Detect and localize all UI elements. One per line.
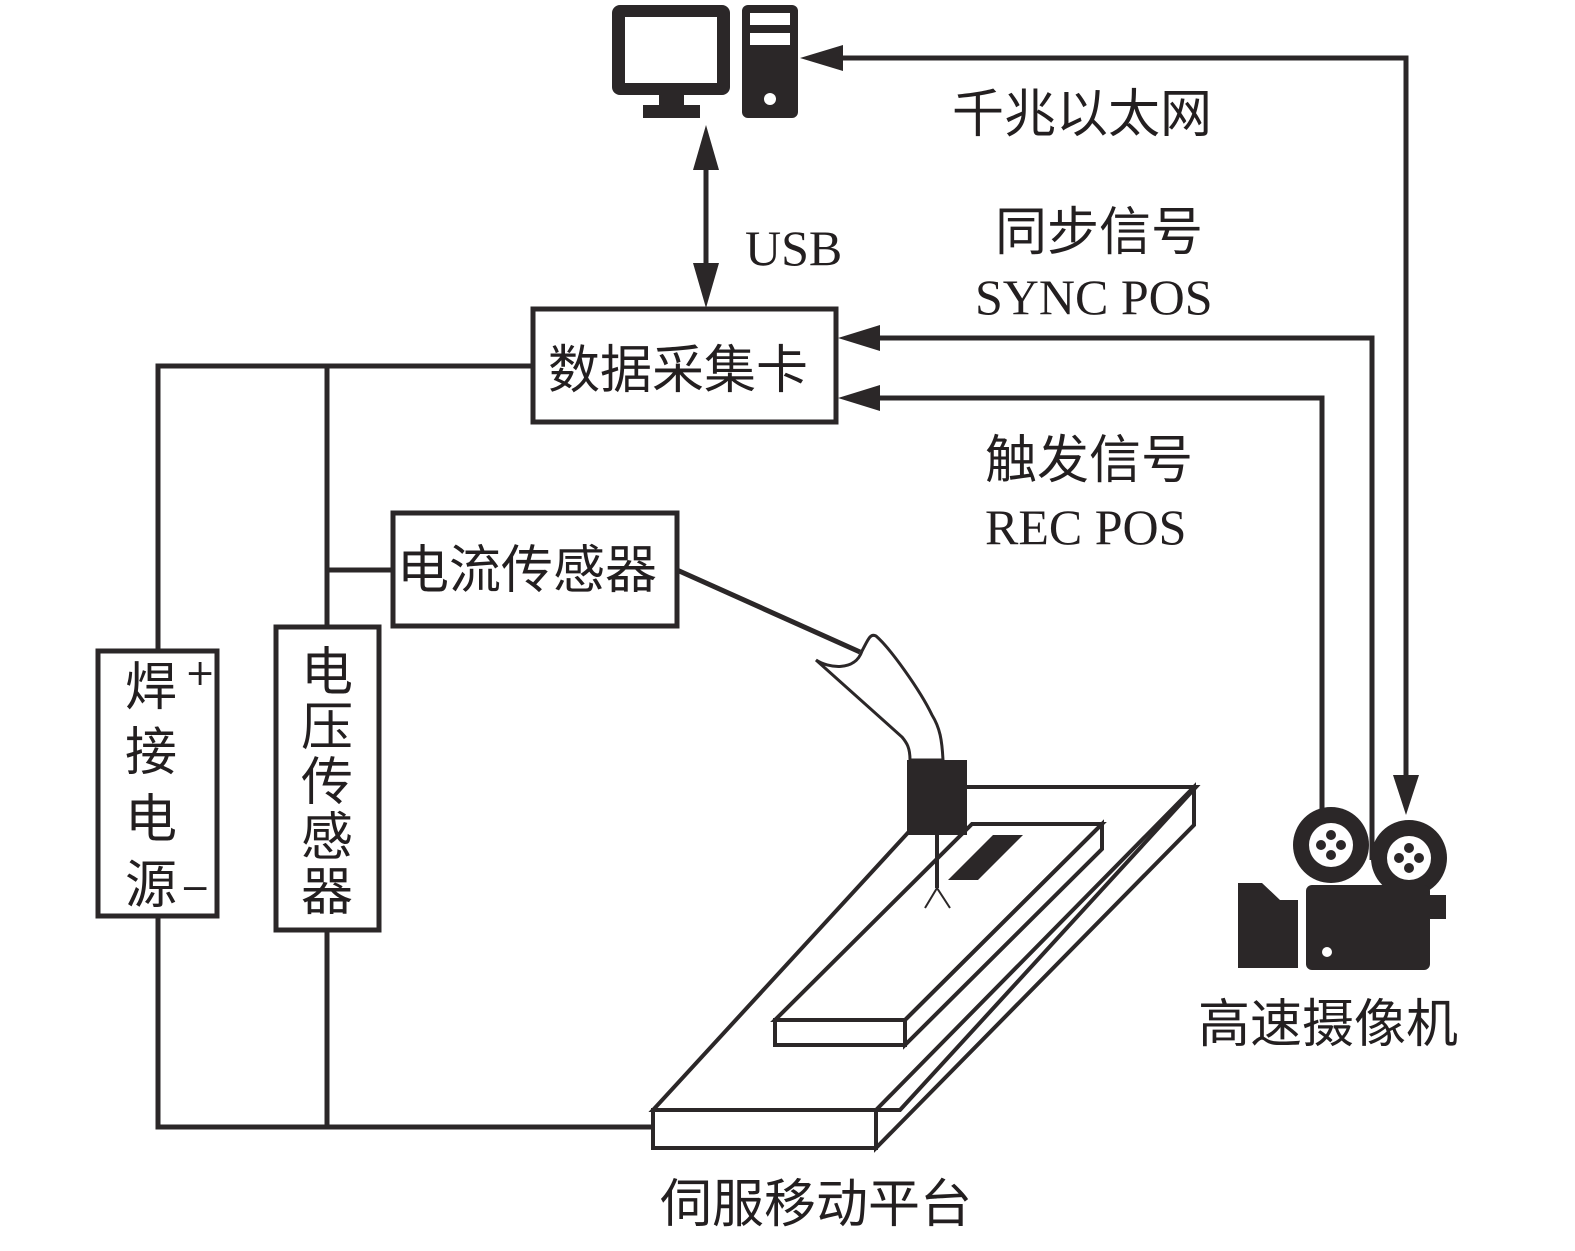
current-sensor-label: 电流传感器 [397, 541, 657, 601]
arrow-down-icon [1393, 775, 1419, 815]
power-supply-char: 电 [125, 790, 177, 850]
usb-label: USB [745, 220, 842, 276]
arrow-up-icon [693, 125, 719, 170]
power-supply-char: 接 [125, 723, 177, 783]
ethernet-connection [800, 45, 1419, 815]
current-sensor: 电流传感器 [390, 510, 680, 629]
voltage-sensor-char: 传 [301, 753, 353, 813]
voltage-sensor-char: 压 [301, 698, 353, 758]
daq-card: 数据采集卡 [530, 306, 839, 425]
pc-tower-icon [742, 5, 798, 118]
sync-connection [838, 325, 1375, 860]
sync-label-cn: 同步信号 [995, 203, 1203, 263]
camera-label: 高速摄像机 [1198, 995, 1458, 1055]
arrow-down-icon [693, 263, 719, 308]
computer-icon [612, 5, 798, 118]
platform-label: 伺服移动平台 [660, 1175, 972, 1235]
workpiece [770, 819, 1107, 1050]
weld-bead [948, 835, 1023, 880]
arrow-left-icon [838, 325, 880, 351]
trigger-label-en: REC POS [985, 499, 1186, 555]
welding-torch-icon [814, 633, 967, 909]
usb-connection [693, 125, 719, 308]
power-supply-char: 焊 [125, 658, 177, 718]
negative-terminal: − [180, 868, 210, 909]
daq-card-label: 数据采集卡 [548, 341, 808, 401]
voltage-sensor-char: 感 [301, 808, 353, 868]
sync-label-en: SYNC POS [975, 269, 1213, 325]
arrow-left-icon [838, 385, 880, 411]
voltage-sensor: 电 压 传 感 器 [273, 624, 382, 933]
power-supply-char: 源 [125, 856, 177, 916]
trigger-connection [838, 385, 1325, 810]
positive-terminal: + [185, 653, 215, 694]
ethernet-label: 千兆以太网 [952, 85, 1212, 145]
welding-power-supply: 焊 接 电 源 + − [95, 648, 220, 919]
wiring [155, 363, 862, 1130]
servo-platform [648, 782, 1201, 1153]
monitor-icon [612, 5, 730, 118]
movie-camera-icon [1238, 807, 1447, 970]
trigger-label-cn: 触发信号 [985, 431, 1193, 491]
voltage-sensor-char: 电 [301, 643, 353, 703]
voltage-sensor-char: 器 [301, 863, 353, 923]
arrow-left-icon [800, 45, 843, 71]
